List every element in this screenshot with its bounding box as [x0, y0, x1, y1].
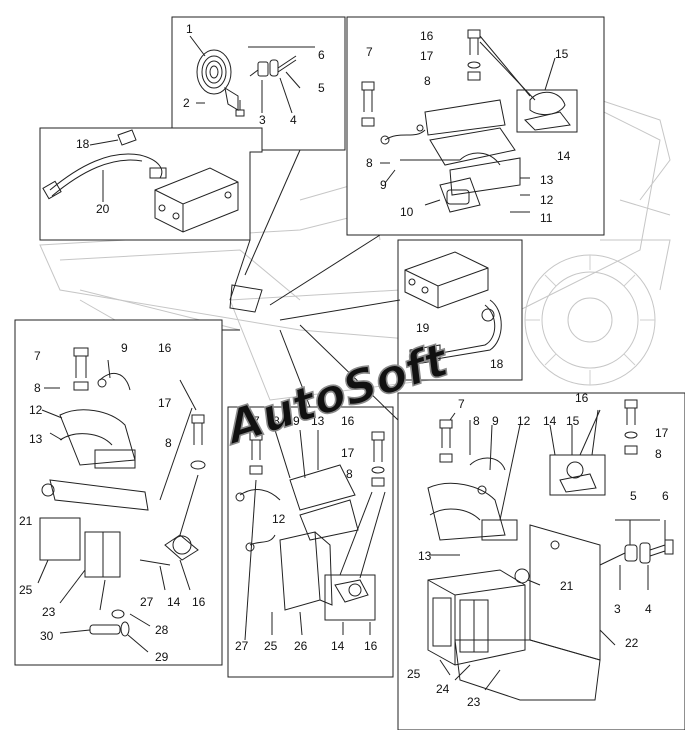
callout-label: 15: [555, 47, 569, 61]
callout-label: 13: [540, 173, 554, 187]
callout-label: 27: [235, 639, 249, 653]
callout-label: 22: [625, 636, 639, 650]
callout-label: 17: [341, 446, 355, 460]
callout-label: 6: [662, 489, 669, 503]
callout-label: 17: [158, 396, 172, 410]
callout-label: 9: [492, 414, 499, 428]
callout-label: 25: [264, 639, 278, 653]
callout-label: 28: [155, 623, 169, 637]
callout-label: 16: [364, 639, 378, 653]
callout-label: 7: [253, 414, 260, 428]
callout-label: 9: [380, 178, 387, 192]
callout-label: 18: [76, 137, 90, 151]
panel-right-lamp: 7 8 9 12 14 15 16 17 8 5 6 13 21 22 3 4 …: [397, 391, 685, 731]
callout-label: 13: [311, 414, 325, 428]
callout-label: 14: [557, 149, 571, 163]
callout-label: 11: [540, 211, 553, 225]
callout-label: 20: [96, 202, 110, 216]
callout-label: 30: [40, 629, 54, 643]
horn-mount-bolt: [235, 55, 297, 117]
callout-label: 12: [29, 403, 43, 417]
callout-label: 8: [473, 414, 480, 428]
callout-label: 13: [29, 432, 43, 446]
callout-label: 5: [630, 489, 637, 503]
callout-label: 14: [167, 595, 181, 609]
callout-label: 4: [290, 113, 297, 127]
callout-label: 17: [420, 49, 434, 63]
callout-label: 25: [407, 667, 421, 681]
callout-label: 13: [418, 549, 432, 563]
callout-label: 27: [140, 595, 154, 609]
callout-label: 7: [34, 349, 41, 363]
callout-label: 26: [294, 639, 308, 653]
callout-label: 3: [614, 602, 621, 616]
callout-label: 2: [183, 96, 190, 110]
panel-left-lamp: 7 8 9 16 17 8 12 13 21 25 23 27 14 16 30…: [14, 319, 223, 666]
callout-label: 15: [566, 414, 580, 428]
callout-label: 12: [540, 193, 554, 207]
callout-label: 12: [517, 414, 531, 428]
callout-label: 19: [416, 321, 430, 335]
callout-label: 16: [420, 29, 434, 43]
callout-label: 18: [490, 357, 504, 371]
callout-label: 8: [165, 436, 172, 450]
callout-label: 14: [543, 414, 557, 428]
callout-label: 8: [424, 74, 431, 88]
horn-part: [196, 49, 241, 111]
callout-label: 8: [346, 467, 353, 481]
callout-label: 9: [293, 414, 300, 428]
callout-label: 8: [655, 447, 662, 461]
callout-label: 9: [121, 341, 128, 355]
callout-label: 16: [158, 341, 172, 355]
callout-label: 23: [42, 605, 56, 619]
callout-label: 21: [19, 514, 33, 528]
callout-label: 29: [155, 650, 169, 664]
callout-label: 17: [655, 426, 669, 440]
callout-label: 8: [273, 414, 280, 428]
callout-label: 23: [467, 695, 481, 709]
callout-label: 8: [366, 156, 373, 170]
callout-label: 8: [34, 381, 41, 395]
panel-mid-right: 19 18: [397, 239, 523, 381]
callout-label: 25: [19, 583, 33, 597]
callout-label: 14: [331, 639, 345, 653]
callout-label: 16: [575, 391, 589, 405]
callout-label: 7: [366, 45, 373, 59]
callout-label: 24: [436, 682, 450, 696]
callout-label: 21: [560, 579, 574, 593]
callout-label: 7: [458, 397, 465, 411]
callout-label: 5: [318, 81, 325, 95]
panel-center-lamp: 7 8 9 13 16 17 8 12 27 25 26 14 16: [227, 406, 394, 678]
vehicle-background-wheel-tread: [525, 255, 655, 385]
callout-label: 1: [186, 22, 193, 36]
callout-label: 10: [400, 205, 414, 219]
callout-label: 6: [318, 48, 325, 62]
panel-upper-right: 7 8 9 10 11 12 13 14 15 16 17 8: [346, 16, 605, 236]
callout-label: 16: [192, 595, 206, 609]
callout-label: 3: [259, 113, 266, 127]
callout-label: 16: [341, 414, 355, 428]
callout-label: 12: [272, 512, 286, 526]
panel-harness: 18 20: [39, 127, 263, 241]
callout-label: 4: [645, 602, 652, 616]
leader-lines: [222, 149, 401, 421]
